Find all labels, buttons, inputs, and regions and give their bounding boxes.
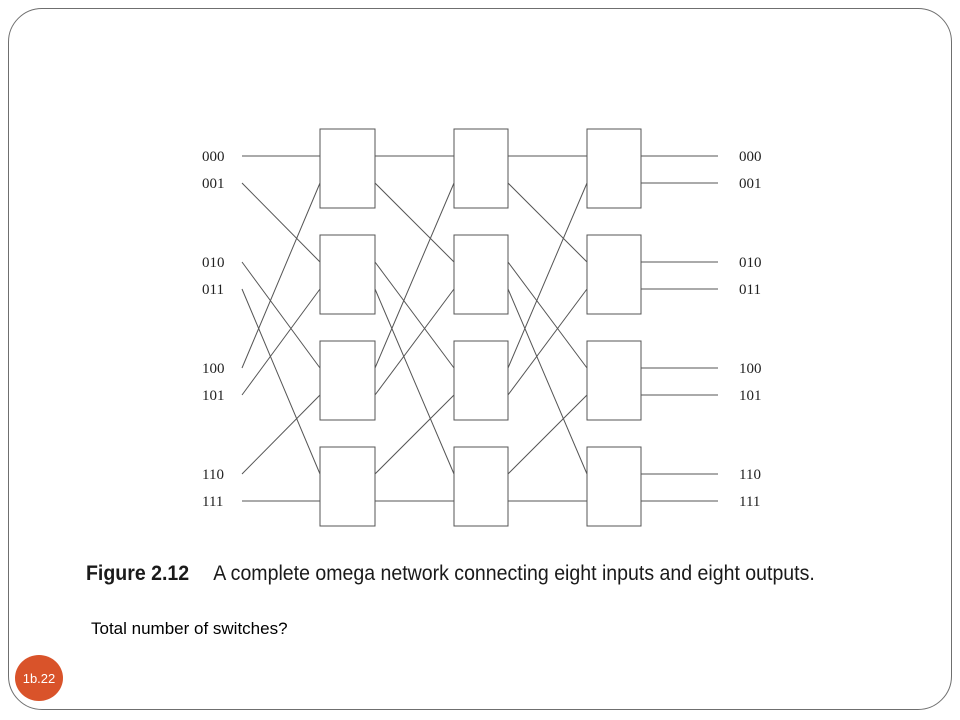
output-label: 010	[739, 255, 762, 271]
input-label: 000	[202, 149, 225, 165]
output-label: 111	[739, 494, 760, 510]
interstage-wire	[507, 394, 588, 475]
switch-box	[453, 446, 509, 527]
input-labels: 000 001 010 011 100 101 110 111	[202, 149, 225, 510]
interstage-wire	[507, 261, 588, 369]
figure-caption: Figure 2.12 A complete omega network conn…	[86, 562, 815, 586]
switch-box	[453, 340, 509, 421]
output-label: 110	[739, 467, 761, 483]
input-wire	[241, 288, 321, 396]
slide-number: 1b.22	[22, 670, 56, 686]
input-wire	[241, 182, 321, 369]
output-label: 101	[739, 388, 762, 404]
interstage-wire	[374, 261, 455, 369]
interstage-wire	[507, 288, 588, 396]
output-label: 100	[739, 361, 762, 377]
interstage-wire	[374, 394, 455, 475]
switch-box	[586, 446, 642, 527]
switch-box	[453, 128, 509, 209]
interstage-wire	[374, 182, 455, 263]
switch-box	[319, 234, 376, 315]
interstage-wire	[374, 288, 455, 396]
question-text: Total number of switches?	[91, 619, 288, 638]
output-label: 001	[739, 176, 762, 192]
figure-caption-text: A complete omega network connecting eigh…	[213, 562, 815, 585]
switch-box	[453, 234, 509, 315]
input-wire	[241, 261, 321, 369]
input-label: 110	[202, 467, 224, 483]
output-label: 000	[739, 149, 762, 165]
switch-box	[586, 234, 642, 315]
switch-box	[586, 340, 642, 421]
input-wire	[241, 394, 321, 475]
input-label: 011	[202, 282, 224, 298]
input-wire	[241, 182, 321, 263]
output-label: 011	[739, 282, 761, 298]
slide-number-badge: 1b.22	[15, 655, 63, 701]
input-label: 101	[202, 388, 225, 404]
switch-box	[319, 128, 376, 209]
interstage-wire	[507, 182, 588, 369]
interstage-wire	[507, 288, 588, 475]
interstage-wire	[374, 288, 455, 475]
output-labels: 000 001 010 011 100 101 110 111	[739, 149, 762, 510]
switch-grid	[319, 128, 642, 527]
input-label: 100	[202, 361, 225, 377]
input-label: 010	[202, 255, 225, 271]
switch-box	[319, 446, 376, 527]
interstage-wire	[374, 182, 455, 369]
interstage-wire	[507, 182, 588, 263]
figure-number: Figure 2.12	[86, 562, 190, 585]
input-label: 111	[202, 494, 223, 510]
switch-box	[319, 340, 376, 421]
network-wires	[241, 155, 718, 502]
switch-box	[586, 128, 642, 209]
input-wire	[241, 288, 321, 475]
input-label: 001	[202, 176, 225, 192]
